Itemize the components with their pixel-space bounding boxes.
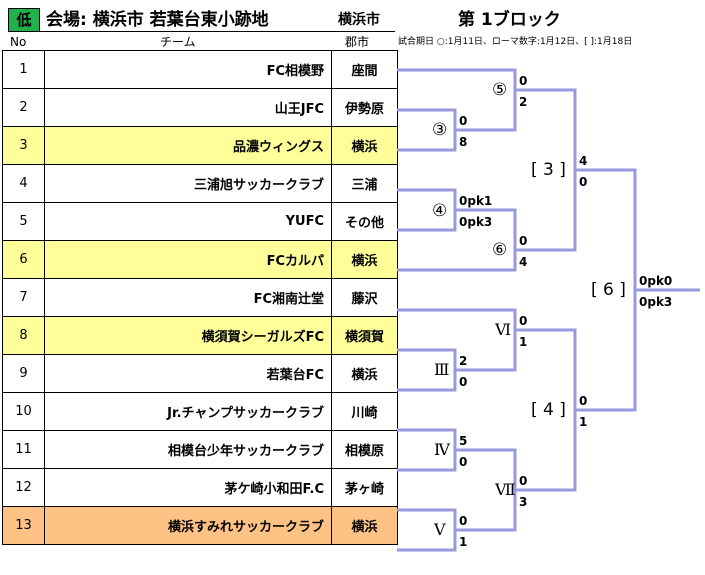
- match-label: Ⅲ: [434, 360, 450, 379]
- match-score-bottom: 0: [459, 455, 468, 469]
- team-no: 5: [2, 202, 45, 241]
- match-score-bottom: 0pk3: [459, 215, 493, 229]
- venue-label: 会場: 横浜市 若葉台東小跡地: [46, 10, 269, 30]
- team-name: 茅ケ崎小和田F.C: [44, 468, 332, 507]
- team-district: 相模原: [331, 430, 398, 469]
- bracket-line: [515, 328, 577, 492]
- team-no: 11: [2, 430, 45, 469]
- division-badge: 低: [8, 8, 40, 32]
- match-score-top: 0: [459, 514, 468, 528]
- match-label: [ 3 ]: [531, 160, 566, 180]
- col-header-team: チーム: [160, 35, 196, 49]
- match-score-top: 0: [519, 474, 528, 488]
- team-district: 横浜: [331, 126, 398, 165]
- team-district: 川崎: [331, 392, 398, 431]
- team-district: 座間: [331, 50, 398, 89]
- match-label: [ 6 ]: [591, 280, 626, 300]
- match-score-bottom: 4: [519, 255, 528, 269]
- col-header-no: No: [10, 35, 27, 49]
- team-district: 横浜: [331, 506, 398, 545]
- team-name: 横浜すみれサッカークラブ: [44, 506, 332, 545]
- match-score-bottom: 8: [459, 135, 468, 149]
- match-score-bottom: 1: [459, 535, 468, 549]
- match-label: Ⅶ: [495, 480, 516, 499]
- match-label: ④: [432, 201, 448, 221]
- team-name: FC相模野: [44, 50, 332, 89]
- match-score-top: 4: [579, 154, 588, 168]
- bracket-line: [397, 68, 517, 132]
- match-score-bottom: 2: [519, 95, 528, 109]
- match-label: ⑥: [492, 240, 508, 260]
- match-score-top: 0pk1: [459, 194, 493, 208]
- team-name: 品濃ウィングス: [44, 126, 332, 165]
- match-label: ⑤: [492, 80, 508, 100]
- bracket-line: [455, 448, 517, 532]
- match-label: Ⅳ: [434, 440, 450, 459]
- match-score-bottom: 1: [579, 415, 588, 429]
- team-name: Jr.チャンプサッカークラブ: [44, 392, 332, 431]
- team-district: 横浜: [331, 354, 398, 393]
- team-no: 6: [2, 240, 45, 279]
- team-district: 横浜: [331, 240, 398, 279]
- match-score-bottom: 1: [519, 335, 528, 349]
- bracket-line: [397, 88, 577, 272]
- team-no: 12: [2, 468, 45, 507]
- bracket-line: [455, 208, 517, 250]
- match-score-top: 0: [519, 314, 528, 328]
- match-label: ③: [432, 120, 448, 140]
- header-underline: [40, 31, 395, 32]
- match-score-top: 0: [579, 394, 588, 408]
- block-title: 第 1ブロック: [458, 10, 561, 30]
- team-no: 13: [2, 506, 45, 545]
- team-name: 三浦旭サッカークラブ: [44, 164, 332, 203]
- match-score-top: 0: [519, 234, 528, 248]
- bracket-line: [397, 308, 517, 372]
- match-score-bottom: 0pk3: [639, 295, 673, 309]
- match-score-top: 0: [459, 114, 468, 128]
- team-district: 横須賀: [331, 316, 398, 355]
- team-no: 2: [2, 88, 45, 127]
- match-label: Ⅴ: [434, 520, 446, 539]
- bracket-line: [397, 508, 457, 552]
- match-score-bottom: 3: [519, 495, 528, 509]
- match-score-bottom: 0: [459, 375, 468, 389]
- match-label: [ 4 ]: [531, 400, 566, 420]
- match-score-bottom: 0: [579, 175, 588, 189]
- match-score-top: 0pk0: [639, 274, 673, 288]
- city-label: 横浜市: [338, 12, 380, 28]
- team-name: FC湘南辻堂: [44, 278, 332, 317]
- team-name: 相模台少年サッカークラブ: [44, 430, 332, 469]
- match-score-top: 2: [459, 354, 468, 368]
- team-district: 三浦: [331, 164, 398, 203]
- team-name: FCカルパ: [44, 240, 332, 279]
- schedule-note: 試合期日 ○:1月11日、ローマ数字:1月12日、[ ]:1月18日: [398, 37, 633, 47]
- match-score-top: 5: [459, 434, 468, 448]
- team-district: 藤沢: [331, 278, 398, 317]
- col-header-district: 郡市: [345, 35, 370, 49]
- match-score-top: 0: [519, 74, 528, 88]
- match-label: Ⅵ: [495, 320, 512, 339]
